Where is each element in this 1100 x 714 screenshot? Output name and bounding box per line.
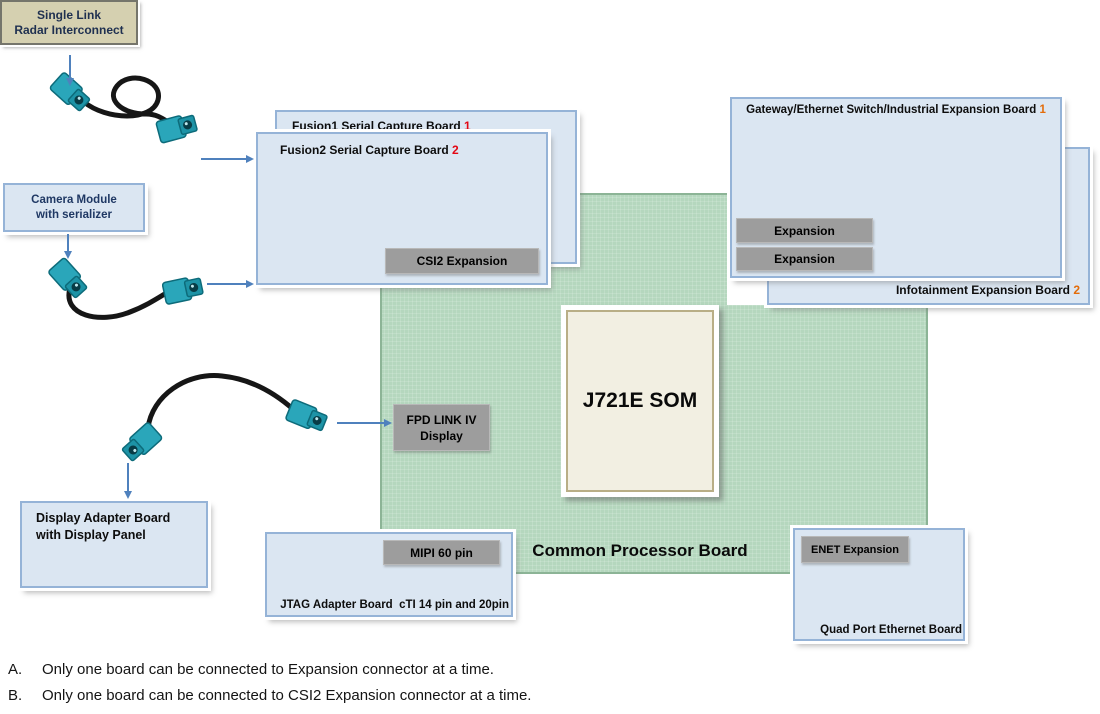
- quad-port-ethernet-board: ENET Expansion Quad Port Ethernet Board: [793, 528, 965, 641]
- jtag-adapter-board: MIPI 60 pin JTAG Adapter Board cTI 14 pi…: [265, 532, 513, 617]
- expansion-connector-1: Expansion: [736, 218, 873, 243]
- arrow-cable-to-fusion2: [207, 280, 254, 288]
- display-adapter-board: Display Adapter Board with Display Panel: [20, 501, 208, 588]
- j721e-som-label: J721E SOM: [566, 310, 714, 492]
- note-a-text: Only one board can be connected to Expan…: [42, 661, 494, 678]
- enet-expansion-connector: ENET Expansion: [801, 536, 909, 563]
- fpd-chip-line2: Display: [420, 428, 463, 443]
- fpd-link-iv-display-connector: FPD LINK IV Display: [393, 404, 490, 451]
- footnotes: A. Only one board can be connected to Ex…: [8, 661, 1008, 713]
- gateway-title: Gateway/Ethernet Switch/Industrial Expan…: [746, 104, 1046, 116]
- display-coax-cable: [119, 373, 330, 465]
- note-b-label: B.: [8, 687, 23, 704]
- fakra-connector-icon: [47, 256, 91, 301]
- gateway-number: 1: [1039, 104, 1046, 116]
- fusion2-title: Fusion2 Serial Capture Board 2: [280, 143, 459, 157]
- infotainment-title: Infotainment Expansion Board 2: [895, 283, 1080, 297]
- fakra-connector-icon: [119, 421, 164, 465]
- fakra-connector-icon: [161, 274, 205, 306]
- fakra-connector-icon: [284, 398, 330, 435]
- quad-port-title: Quad Port Ethernet Board: [820, 624, 962, 636]
- single-link-radar-interconnect-box: Single Link Radar Interconnect: [0, 0, 138, 45]
- fusion1-number: 1: [464, 119, 471, 133]
- fpd-chip-line1: FPD LINK IV: [406, 412, 477, 427]
- camera-coax-cable: [47, 256, 205, 320]
- arrow-cable-to-display-adapter: [124, 463, 132, 499]
- radar-box-line1: Single Link: [36, 7, 101, 22]
- camera-box-line1: Camera Module: [31, 193, 117, 206]
- arrow-radar-to-cable: [66, 55, 74, 86]
- infotainment-number: 2: [1073, 283, 1080, 297]
- jtag-title: JTAG Adapter Board cTI 14 pin and 20pin: [280, 599, 509, 611]
- note-b: B. Only one board can be connected to CS…: [8, 687, 1008, 704]
- fusion2-serial-capture-board: Fusion2 Serial Capture Board 2 CSI2 Expa…: [256, 132, 548, 285]
- note-b-text: Only one board can be connected to CSI2 …: [42, 687, 532, 704]
- radar-box-line2: Radar Interconnect: [14, 22, 124, 37]
- arrow-camera-to-cable: [64, 234, 72, 259]
- display-adapter-title: Display Adapter Board with Display Panel: [36, 511, 171, 542]
- mipi-60-pin-connector: MIPI 60 pin: [383, 540, 500, 565]
- camera-module-box: Camera Module with serializer: [3, 183, 145, 232]
- fakra-connector-icon: [155, 111, 199, 145]
- csi2-expansion-connector: CSI2 Expansion: [385, 248, 539, 274]
- radar-coax-cable: [48, 71, 199, 145]
- fusion1-title: Fusion1 Serial Capture Board 1: [292, 119, 471, 133]
- fakra-connector-icon: [48, 71, 93, 115]
- camera-box-line2: with serializer: [35, 208, 113, 221]
- fusion2-number: 2: [452, 143, 459, 157]
- note-a: A. Only one board can be connected to Ex…: [8, 661, 1008, 678]
- common-processor-board-label: Common Processor Board: [532, 541, 748, 560]
- arrow-cable-to-fusion1: [201, 155, 254, 163]
- note-a-label: A.: [8, 661, 23, 678]
- gateway-ethernet-industrial-expansion-board: Gateway/Ethernet Switch/Industrial Expan…: [730, 97, 1062, 278]
- expansion-connector-2: Expansion: [736, 247, 873, 271]
- j721e-som-board: J721E SOM: [561, 305, 719, 497]
